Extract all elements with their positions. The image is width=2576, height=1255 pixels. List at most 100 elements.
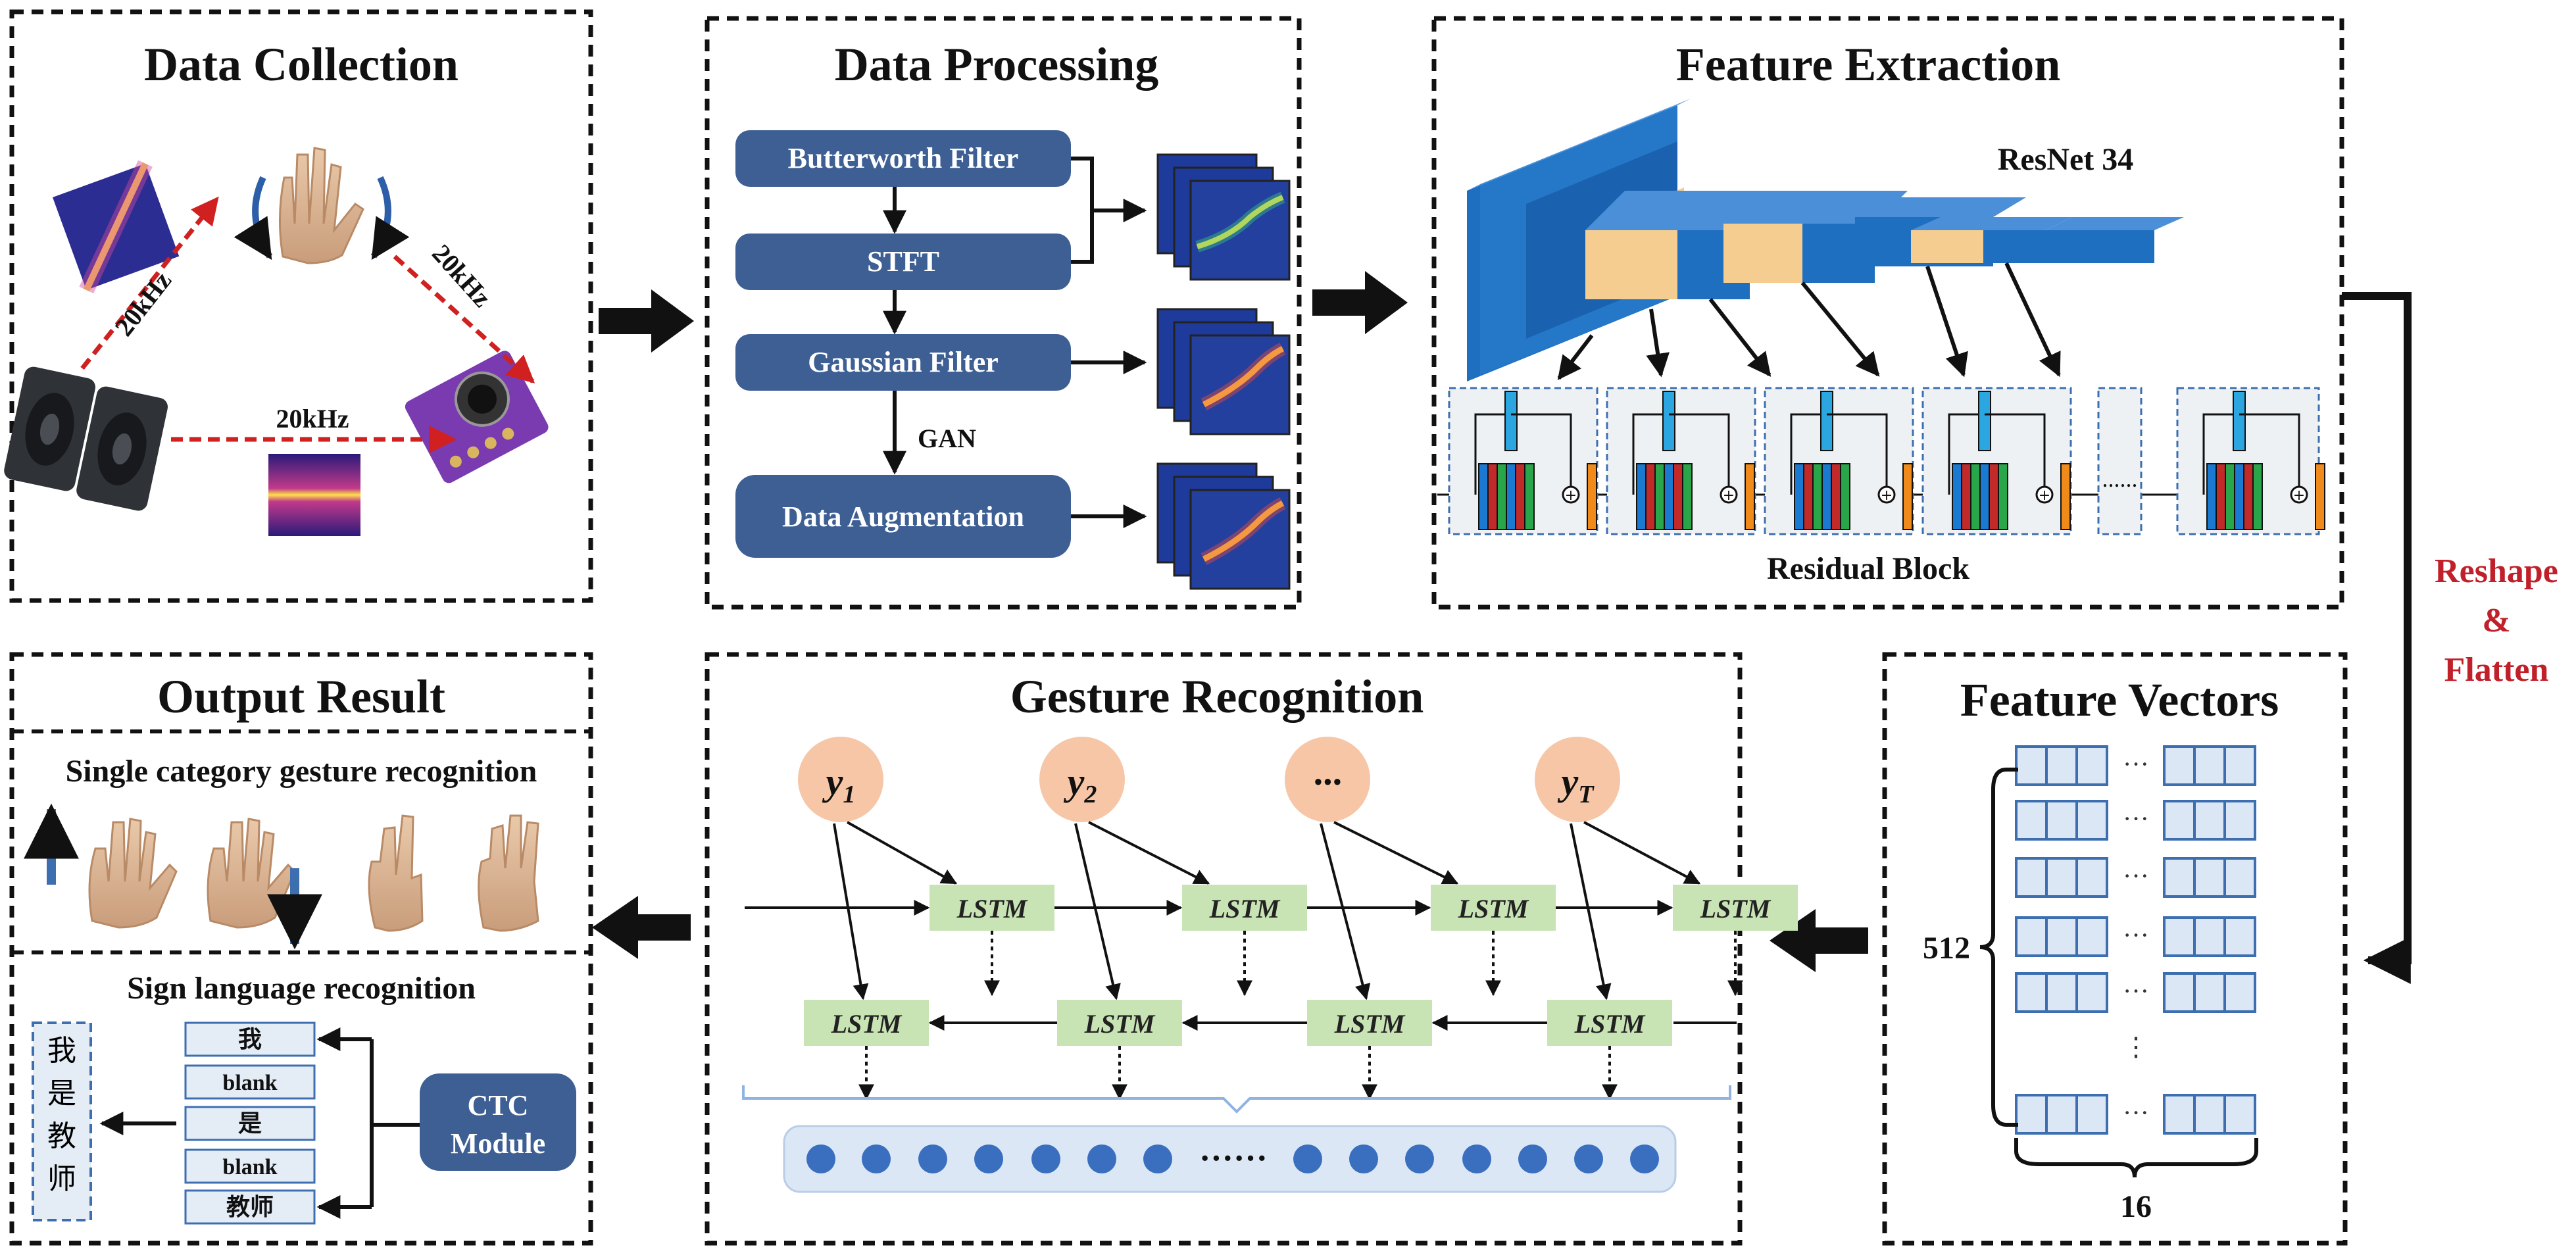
rotate-left-arrow-icon [234,176,273,260]
gesture-hand-1 [88,818,178,929]
vector-cell [2163,800,2196,841]
arrow-volume-5 [1925,266,1968,378]
vector-dots: ··· [2123,861,2149,891]
lstm-label: LSTM [1458,894,1529,923]
output-node: ··· [1285,737,1370,822]
output-node: y2 [1039,737,1125,822]
panel-feature-vectors: Feature Vectors ··················⋮ 512 … [1882,652,2348,1246]
svg-text:+: + [1723,487,1735,504]
panel-title-output-result: Output Result [157,670,445,723]
svg-text:+: + [1881,487,1893,504]
residual-block: + [1764,387,1914,535]
vector-cell [2045,857,2078,898]
lstm-backward-cell: LSTM [1057,1000,1182,1046]
vector-cell [2045,972,2078,1013]
sequence-dot [1031,1144,1060,1173]
ampersand-text: & [2482,602,2510,639]
svg-text:+: + [1565,487,1577,504]
vector-cell [2163,857,2196,898]
sequence-dot [1574,1144,1603,1173]
lstm-label: LSTM [1574,1009,1646,1039]
ctc-token: 我 [184,1021,316,1057]
resnet-volumes [1467,99,2184,381]
vector-dots: ··· [2123,1098,2149,1127]
result-char-4: 师 [47,1162,76,1196]
rows-label: 512 [1923,931,1970,966]
rotate-right-arrow-icon [370,176,410,260]
panel-title-feature-extraction: Feature Extraction [1676,38,2061,91]
spectrogram-stack-3 [1156,462,1291,590]
vector-dots: ··· [2123,804,2149,833]
ctc-token: blank [184,1064,316,1100]
ctc-token: blank [184,1148,316,1184]
sequence-dot [1293,1144,1322,1173]
result-char-3: 教 [47,1120,76,1153]
spectrogram-stack-2 [1156,308,1291,435]
lstm-label: LSTM [1700,894,1771,923]
vector-cell [2193,1094,2226,1135]
gesture-hand-4 [478,814,539,932]
vector-cell [2015,800,2048,841]
residual-block: + [1921,387,2072,535]
lstm-label: LSTM [831,1009,903,1039]
signal-arrow-hand-to-mic [393,255,535,383]
step-label: STFT [867,245,939,278]
sequence-dot [918,1144,947,1173]
flow-arrow-processing-to-extraction [1312,271,1408,334]
vector-cell [2193,857,2226,898]
speaker-right [76,386,168,511]
sequence-dot [1143,1144,1172,1173]
vector-cell [2075,1094,2108,1135]
vector-cell [2163,1094,2196,1135]
vector-cell [2223,1094,2256,1135]
vector-cell [2045,916,2078,957]
panel-data-processing: Data Processing Butterworth Filter STFT … [705,16,1302,610]
vector-cell [2193,745,2226,786]
step-label: Gaussian Filter [808,346,999,378]
result-char-1: 我 [47,1034,76,1068]
reshape-text: Reshape [2435,553,2558,590]
reshape-flatten-label: Reshape & Flatten [2435,553,2558,689]
ctc-module-box: CTC Module [420,1073,576,1171]
gesture-hand-3 [368,814,424,932]
vector-cell [2223,800,2256,841]
vector-cell [2223,745,2256,786]
result-column: 我 是 教 师 [32,1021,92,1221]
freq-label-right: 20kHz [426,239,497,313]
arrow-volume-6 [2004,262,2061,378]
residual-blocks: ++++......+ [1437,387,2325,535]
rows-brace [1979,768,2018,1127]
vector-dots: ··· [2123,920,2149,950]
vector-cell [2223,916,2256,957]
vector-cell [2193,972,2226,1013]
step-data-augmentation: Data Augmentation [735,475,1071,558]
svg-text:+: + [2293,487,2305,504]
ctc-label-line2: Module [451,1127,545,1160]
lstm-forward-cell: LSTM [929,885,1054,931]
sequence-dot [862,1144,891,1173]
vector-cell [2045,800,2078,841]
result-char-2: 是 [47,1077,76,1110]
flow-arrow-collection-to-processing [599,289,694,353]
sequence-dot [974,1144,1003,1173]
vector-vertical-dots: ⋮ [2123,1032,2149,1062]
panel-data-collection: Data Collection [4,9,593,603]
vector-cell [2075,857,2108,898]
sequence-dot [1087,1144,1116,1173]
step-label: Butterworth Filter [788,142,1019,174]
sequence-dot [1405,1144,1434,1173]
svg-text:+: + [2039,487,2050,504]
panel-title-data-collection: Data Collection [144,38,458,91]
output-node-label: y2 [1064,760,1097,808]
vector-cell [2163,745,2196,786]
vector-cell [2193,916,2226,957]
step-butterworth-filter: Butterworth Filter [735,130,1071,187]
hand-image [234,147,410,264]
lstm-backward-cell: LSTM [804,1000,929,1046]
residual-block: + [1606,387,1756,535]
vector-cell [2075,972,2108,1013]
